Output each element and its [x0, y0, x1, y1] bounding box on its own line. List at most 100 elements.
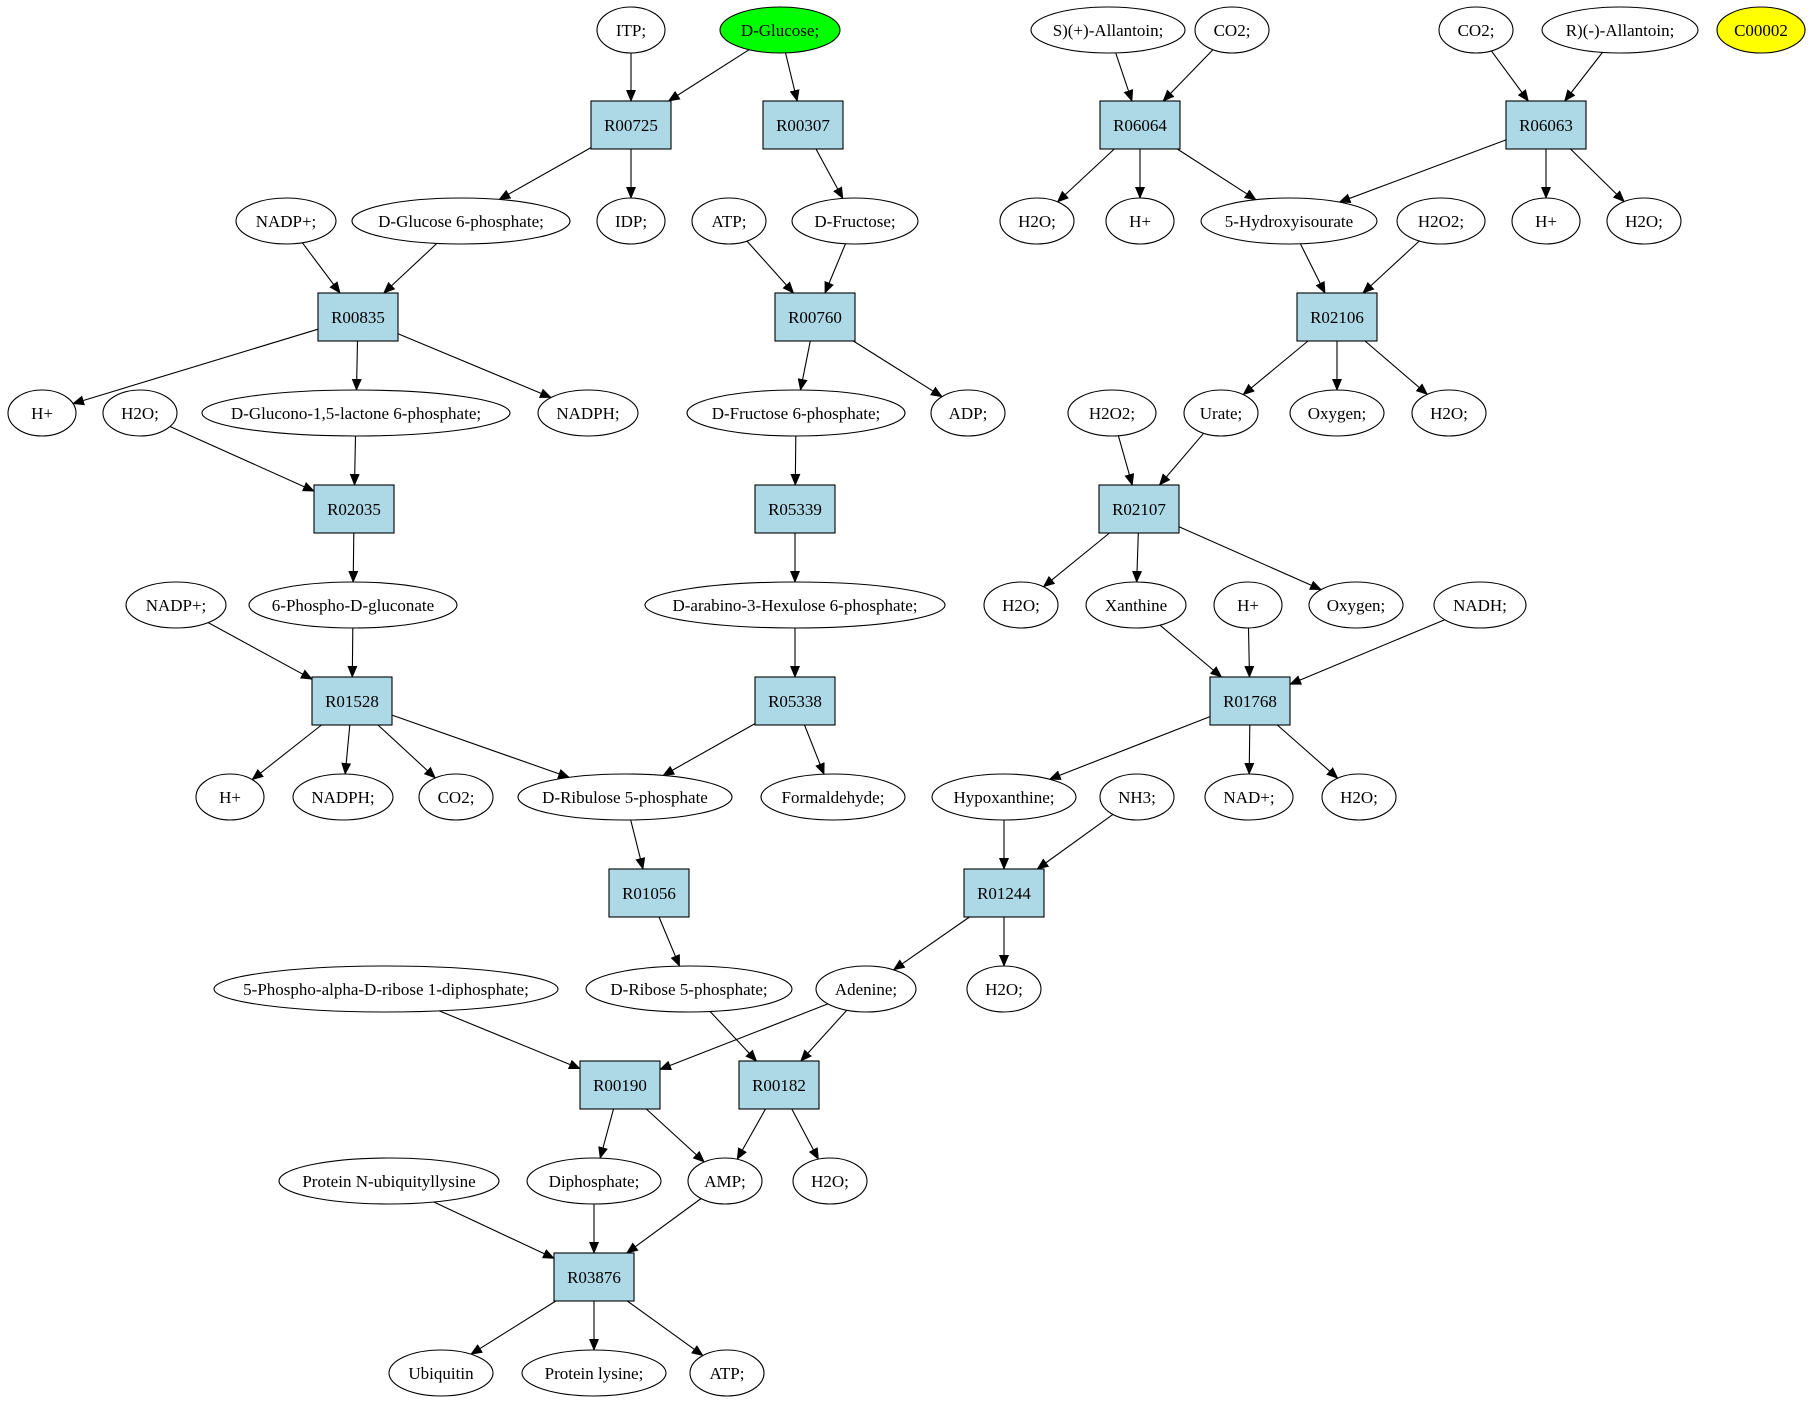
- reaction-node-r05339: R05339: [754, 484, 836, 534]
- compound-ellipse: [1194, 6, 1270, 54]
- compound-node-h2o_b: H2O;: [1606, 197, 1682, 245]
- reaction-box: [1098, 484, 1180, 534]
- reaction-node-r01528: R01528: [311, 676, 393, 726]
- edge-r_R02106-to-c_h2o_d: [1364, 340, 1429, 396]
- compound-ellipse: [691, 197, 767, 245]
- edge-c_dglucose-to-r_R00307: [784, 52, 800, 102]
- compound-label: Protein lysine;: [545, 1364, 644, 1383]
- compound-ellipse: [292, 773, 394, 821]
- compound-label: H+: [1535, 212, 1557, 231]
- compound-node-nadh: NADH;: [1433, 581, 1527, 629]
- compound-node-formaldehyde: Formaldehyde;: [760, 773, 906, 821]
- edge-c_dglucose-to-r_R00725: [667, 49, 750, 102]
- edge-c_nh3-to-r_R01244: [1036, 813, 1114, 870]
- compound-label: H+: [1129, 212, 1151, 231]
- compound-node-ribose5p: D-Ribose 5-phosphate;: [585, 965, 793, 1013]
- edge-c_f6p-to-r_R05339: [790, 435, 801, 486]
- compound-label: D-Glucono-1,5-lactone 6-phosphate;: [231, 404, 481, 423]
- compound-node-oxygen_b: Oxygen;: [1308, 581, 1404, 629]
- compound-ellipse: [1321, 773, 1397, 821]
- edge-r_R06064-to-c_h2o_a: [1056, 148, 1115, 203]
- compound-node-h_b: H+: [1511, 197, 1581, 245]
- reaction-label: R00835: [331, 308, 385, 327]
- compound-ellipse: [585, 965, 793, 1013]
- edge-c_nadh-to-r_R01768: [1289, 619, 1445, 685]
- compound-node-h2o_h: H2O;: [792, 1157, 868, 1205]
- compound-node-itp: ITP;: [596, 6, 666, 54]
- compound-label: Ubiquitin: [408, 1364, 474, 1383]
- compound-label: Adenine;: [835, 980, 897, 999]
- compound-label: IDP;: [615, 212, 647, 231]
- reaction-box: [579, 1060, 661, 1110]
- compound-ellipse: [537, 389, 639, 437]
- compound-ellipse: [760, 773, 906, 821]
- reaction-box: [313, 484, 395, 534]
- compound-ellipse: [1541, 6, 1699, 54]
- compound-node-diphosphate: Diphosphate;: [526, 1157, 662, 1205]
- reaction-box: [774, 292, 856, 342]
- compound-ellipse: [686, 389, 906, 437]
- edge-c_rallantoin-to-r_R06063: [1564, 52, 1603, 102]
- edge-r_R00835-to-c_glucono: [351, 340, 362, 391]
- compound-label: H2O;: [811, 1172, 849, 1191]
- compound-ellipse: [1289, 389, 1385, 437]
- compound-ellipse: [201, 389, 511, 437]
- edge-r_R00835-to-c_nadph_a: [397, 333, 552, 399]
- compound-label: NADPH;: [556, 404, 619, 423]
- compound-ellipse: [235, 197, 337, 245]
- reaction-node-r02035: R02035: [313, 484, 395, 534]
- compound-ellipse: [931, 773, 1077, 821]
- edge-r_R00725-to-c_g6p: [498, 147, 592, 200]
- edge-r_R00760-to-c_adp: [853, 340, 943, 398]
- reaction-box: [553, 1252, 635, 1302]
- compound-node-g6p: D-Glucose 6-phosphate;: [351, 197, 571, 245]
- compound-label: Oxygen;: [1327, 596, 1386, 615]
- edge-c_co2_b-to-r_R06063: [1490, 50, 1529, 102]
- reaction-label: R00190: [593, 1076, 647, 1095]
- edge-c_co2_a-to-r_R06064: [1162, 49, 1214, 102]
- compound-label: H+: [219, 788, 241, 807]
- compound-node-glucono: D-Glucono-1,5-lactone 6-phosphate;: [201, 389, 511, 437]
- reaction-label: R02035: [327, 500, 381, 519]
- compound-label: Protein N-ubiquityllysine: [302, 1172, 475, 1191]
- compound-node-nh3: NH3;: [1099, 773, 1175, 821]
- edge-r_R02107-to-c_h2o_e: [1042, 532, 1110, 588]
- compound-node-dfructose: D-Fructose;: [791, 197, 919, 245]
- compound-label: NADP+;: [146, 596, 207, 615]
- compound-ellipse: [1606, 197, 1682, 245]
- compound-node-h2o_d: H2O;: [1411, 389, 1487, 437]
- edge-r_R02035-to-c_6pg: [348, 532, 359, 583]
- compound-label: H2O;: [1625, 212, 1663, 231]
- reaction-label: R00760: [788, 308, 842, 327]
- compound-node-h2o_a: H2O;: [999, 197, 1075, 245]
- compound-node-hydroxyisourate: 5-Hydroxyisourate: [1200, 197, 1378, 245]
- compound-ellipse: [1204, 773, 1294, 821]
- compound-ellipse: [1099, 773, 1175, 821]
- compound-ellipse: [1085, 581, 1187, 629]
- compound-ellipse: [689, 1349, 765, 1397]
- compound-label: H2O;: [985, 980, 1023, 999]
- compound-label: Diphosphate;: [549, 1172, 640, 1191]
- compound-node-nadph_b: NADPH;: [292, 773, 394, 821]
- compound-label: 5-Hydroxyisourate: [1225, 212, 1353, 231]
- edge-c_xanthine-to-r_R01768: [1159, 624, 1223, 678]
- edge-c_protein_ubiq-to-r_R03876: [433, 1201, 555, 1259]
- reaction-node-r01056: R01056: [608, 868, 690, 918]
- compound-label: D-Fructose 6-phosphate;: [712, 404, 881, 423]
- compound-label: Oxygen;: [1308, 404, 1367, 423]
- edge-c_urate-to-r_R02107: [1158, 432, 1205, 486]
- compound-label: H2O;: [1018, 212, 1056, 231]
- compound-node-ribulose5p: D-Ribulose 5-phosphate: [517, 773, 733, 821]
- edge-r_R00190-to-c_amp: [645, 1108, 705, 1163]
- edge-r_R03876-to-c_ubiquitin: [470, 1300, 557, 1355]
- edge-c_glucono-to-r_R02035: [349, 435, 360, 486]
- compound-label: 5-Phospho-alpha-D-ribose 1-diphosphate;: [243, 980, 529, 999]
- edge-r_R01056-to-c_ribose5p: [658, 916, 681, 968]
- compound-ellipse: [930, 389, 1006, 437]
- compound-node-h2o2_b: H2O2;: [1067, 389, 1157, 437]
- compound-ellipse: [815, 965, 917, 1013]
- edge-r_R01528-to-c_ribulose5p: [391, 714, 571, 779]
- compound-node-urate: Urate;: [1183, 389, 1259, 437]
- compound-label: CO2;: [438, 788, 475, 807]
- compound-label: D-Fructose;: [814, 212, 895, 231]
